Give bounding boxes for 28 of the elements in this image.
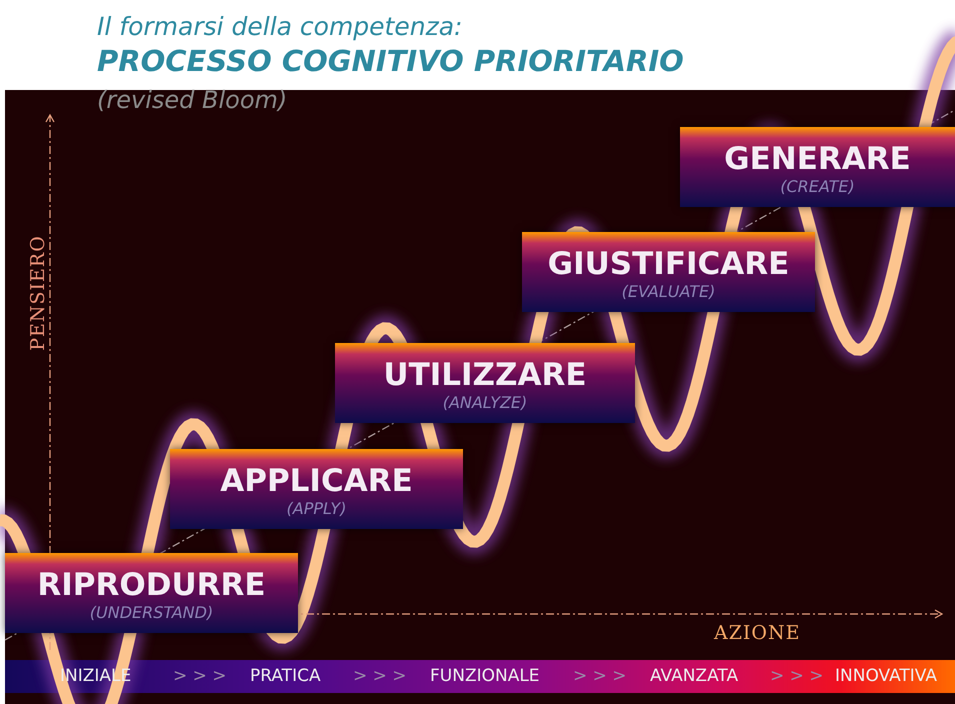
axis-label: AZIONE <box>714 622 800 644</box>
step-box <box>170 449 463 529</box>
chevron-separator: > > > <box>573 666 627 686</box>
step-title: UTILIZZARE <box>383 357 587 393</box>
step-box <box>335 343 635 423</box>
stage-label: PRATICA <box>250 666 321 686</box>
stage-label: FUNZIONALE <box>430 666 540 686</box>
note-text: (revised Bloom) <box>97 86 288 114</box>
step-subtitle: (ANALYZE) <box>442 393 528 412</box>
stage-label: AVANZATA <box>650 666 738 686</box>
stage-label: INNOVATIVA <box>835 666 937 686</box>
chevron-separator: > > > <box>353 666 407 686</box>
step-subtitle: (CREATE) <box>780 177 855 196</box>
step-box <box>522 232 815 312</box>
step-box <box>5 553 298 633</box>
chevron-separator: > > > <box>173 666 227 686</box>
step-box <box>680 127 955 207</box>
axis-label: PENSIERO <box>26 235 49 351</box>
step-subtitle: (UNDERSTAND) <box>90 603 214 622</box>
step-title: GIUSTIFICARE <box>548 246 790 282</box>
step-subtitle: (APPLY) <box>286 499 346 518</box>
step-title: APPLICARE <box>220 463 413 499</box>
title-text: Il formarsi della competenza: <box>97 12 462 41</box>
step-subtitle: (EVALUATE) <box>622 282 716 301</box>
subtitle-text: PROCESSO COGNITIVO PRIORITARIO <box>97 44 684 78</box>
step-title: RIPRODURRE <box>37 567 266 603</box>
chevron-separator: > > > <box>770 666 824 686</box>
step-title: GENERARE <box>724 141 911 177</box>
